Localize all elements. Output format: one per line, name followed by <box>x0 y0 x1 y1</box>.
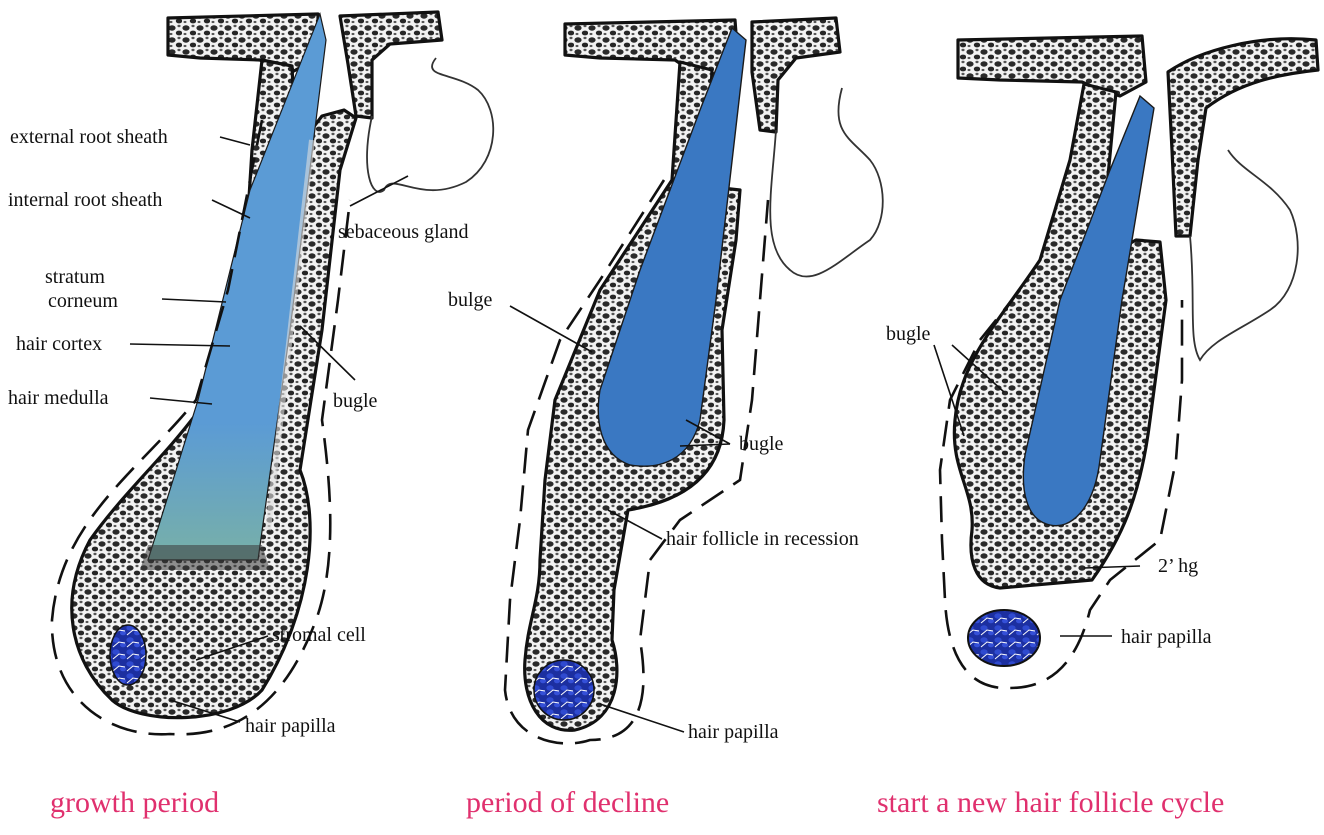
label-hair-papilla-3: hair papilla <box>1121 626 1212 648</box>
label-bugle-1: bugle <box>333 390 378 412</box>
panel-new-hair-follicle-cycle: bugle 2’ hg hair papilla start a new hai… <box>877 36 1318 819</box>
sebaceous-gland-stalk <box>1168 39 1318 236</box>
leader-bulge <box>510 306 592 352</box>
label-secondary-hair-germ: 2’ hg <box>1158 555 1198 577</box>
caption-period-of-decline: period of decline <box>466 786 669 819</box>
label-hair-papilla-2: hair papilla <box>688 721 779 743</box>
hair-papilla-blob <box>968 610 1040 666</box>
leader-external-root-sheath <box>220 137 250 145</box>
label-hair-papilla-1: hair papilla <box>245 715 336 737</box>
caption-new-hair-follicle-cycle: start a new hair follicle cycle <box>877 786 1224 819</box>
sebaceous-gland-stalk <box>340 12 442 118</box>
label-bulge: bulge <box>448 289 493 311</box>
label-hair-follicle-in-recession: hair follicle in recession <box>666 528 859 550</box>
sebaceous-gland-stalk <box>752 18 840 132</box>
label-internal-root-sheath: internal root sheath <box>8 189 162 211</box>
label-corneum: corneum <box>48 290 118 312</box>
leader-stratum-corneum <box>162 299 226 302</box>
label-sebaceous-gland: sebaceous gland <box>338 221 469 243</box>
label-external-root-sheath: external root sheath <box>10 126 168 148</box>
sebaceous-gland <box>1190 150 1298 360</box>
epidermis-layer <box>565 20 738 75</box>
leader-hair-papilla-2 <box>600 704 684 732</box>
epidermis-layer <box>958 36 1146 96</box>
leader-sebaceous-gland <box>350 176 408 206</box>
hair-papilla-blob <box>534 660 594 720</box>
label-hair-cortex: hair cortex <box>16 333 102 355</box>
label-hair-medulla: hair medulla <box>8 387 109 409</box>
caption-growth-period: growth period <box>50 786 219 819</box>
sebaceous-gland <box>367 58 493 192</box>
panel-growth-period: external root sheath internal root sheat… <box>8 12 493 819</box>
epidermis-layer <box>168 14 318 72</box>
sebaceous-gland <box>770 88 883 277</box>
label-bugle-3: bugle <box>886 323 931 345</box>
label-bugle-2: bugle <box>739 433 784 455</box>
hair-papilla-blob <box>110 625 146 685</box>
panel-period-of-decline: bulge bugle hair follicle in recession h… <box>448 18 883 819</box>
label-stratum: stratum <box>45 266 105 288</box>
label-stromal-cell: stromal cell <box>272 624 366 646</box>
bulb-cap <box>140 545 270 570</box>
